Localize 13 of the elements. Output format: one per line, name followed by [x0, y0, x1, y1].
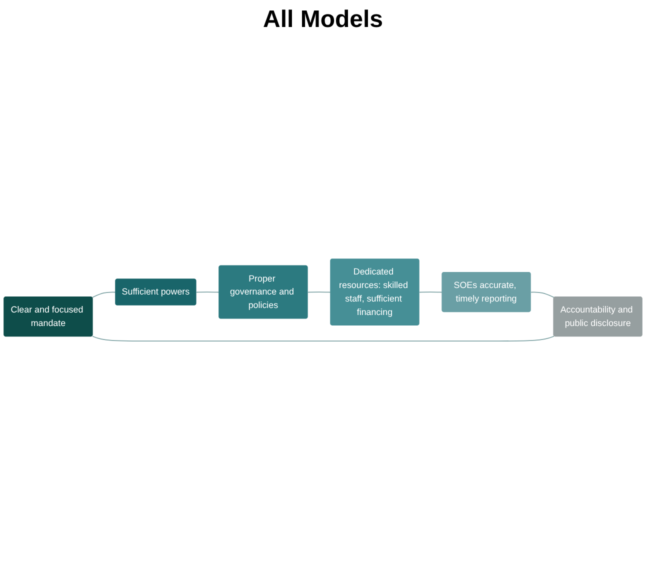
- node-box: Proper governance and policies: [218, 265, 308, 319]
- connector: [92, 292, 116, 298]
- connector: [92, 336, 554, 342]
- connector: [196, 292, 220, 293]
- node-box: Accountability and public disclosure: [553, 296, 642, 337]
- node-box: SOEs accurate, timely reporting: [442, 272, 531, 312]
- connector: [530, 292, 554, 298]
- node-box: Sufficient powers: [115, 278, 196, 306]
- center-heading: All Models: [262, 6, 383, 34]
- connector: [419, 292, 442, 293]
- node-box: Clear and focused mandate: [4, 296, 93, 337]
- node-box: Dedicated resources: skilled staff, sufficient financing: [330, 258, 420, 326]
- connector: [308, 292, 331, 293]
